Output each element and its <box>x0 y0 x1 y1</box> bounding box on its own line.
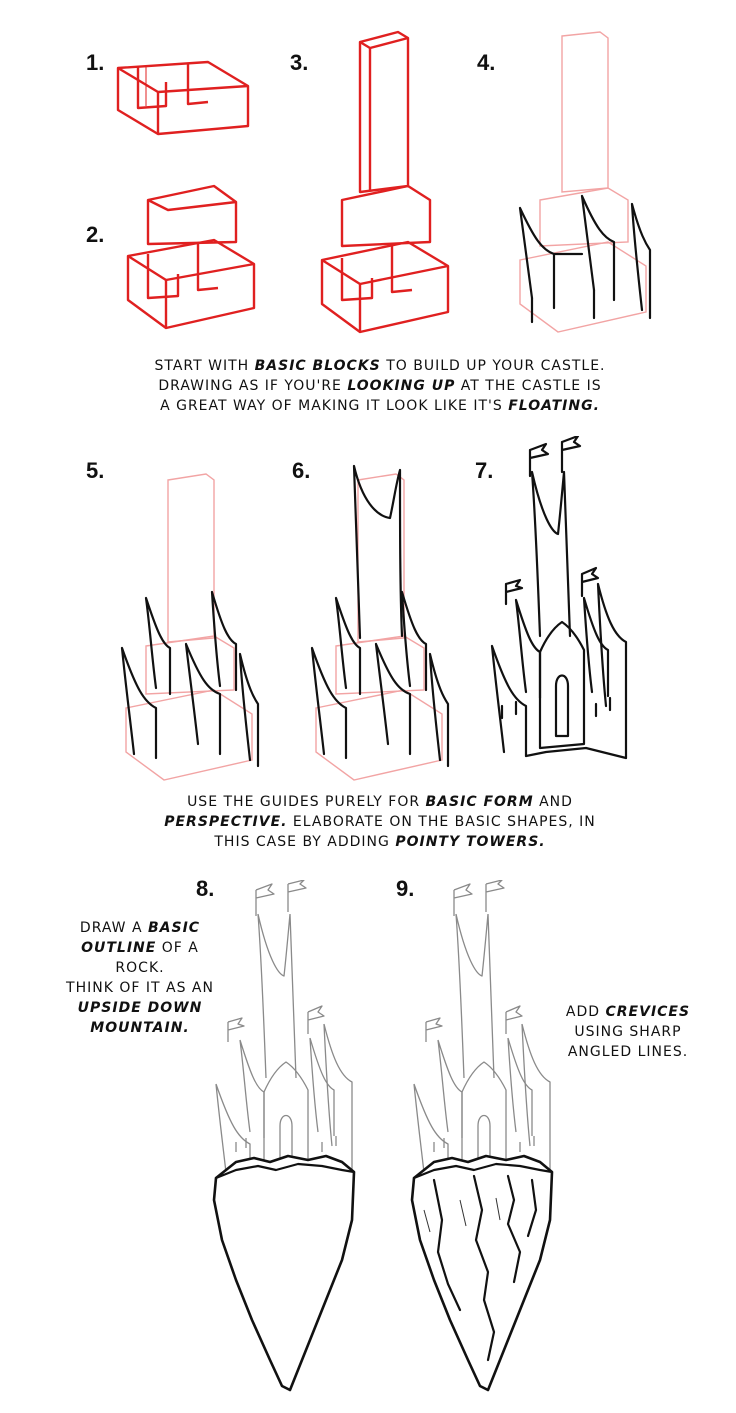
caption1-emphasis: FLOATING. <box>508 398 600 414</box>
step-1-basic-blocks-drawing <box>110 48 260 158</box>
caption1-text: START WITH <box>154 358 255 374</box>
step-3-tall-tower-blocks-drawing <box>318 28 458 338</box>
caption1-emphasis: LOOKING UP <box>347 378 456 394</box>
caption2-emphasis: PERSPECTIVE. <box>164 814 288 830</box>
caption4-text: ANGLED LINES. <box>567 1044 689 1060</box>
step-number-7: 7. <box>475 458 494 483</box>
step-7-detailed-castle-drawing <box>486 436 636 786</box>
caption2-text: USE THE GUIDES PURELY FOR <box>187 794 426 810</box>
caption3-emphasis: BASIC <box>148 920 201 936</box>
caption2-emphasis: POINTY TOWERS. <box>395 834 546 850</box>
step-number-8: 8. <box>196 876 215 901</box>
step-8-castle-on-rock-outline-drawing <box>206 880 366 1400</box>
step-number-2: 2. <box>86 222 105 247</box>
caption-guides: USE THE GUIDES PURELY FOR BASIC FORM AND… <box>80 792 680 852</box>
caption4-emphasis: CREVICES <box>605 1004 691 1020</box>
caption1-text: A GREAT WAY OF MAKING IT LOOK LIKE IT'S <box>160 398 509 414</box>
caption3-emphasis: OUTLINE <box>81 940 157 956</box>
caption3-emphasis: UPSIDE DOWN <box>77 1000 203 1016</box>
caption-basic-blocks: START WITH BASIC BLOCKS TO BUILD UP YOUR… <box>80 356 680 416</box>
step-5-castle-spires-drawing <box>116 468 266 788</box>
step-4-pointy-towers-over-guides-drawing <box>510 28 660 338</box>
caption2-text: THIS CASE BY ADDING <box>214 834 396 850</box>
caption1-emphasis: BASIC BLOCKS <box>254 358 381 374</box>
caption-rock-outline: DRAW A BASIC OUTLINE OF A ROCK. THINK OF… <box>60 918 220 1038</box>
step-number-3: 3. <box>290 50 309 75</box>
caption1-text: DRAWING AS IF YOU'RE <box>158 378 348 394</box>
caption3-emphasis: MOUNTAIN. <box>90 1020 190 1036</box>
step-6-central-spire-drawing <box>306 460 456 790</box>
caption2-text: AND <box>533 794 573 810</box>
caption3-text: DRAW A <box>79 920 148 936</box>
caption3-text: OF A ROCK. <box>115 940 199 976</box>
caption4-text: ADD <box>565 1004 606 1020</box>
step-9-rock-with-crevices-drawing <box>404 880 564 1400</box>
step-number-1: 1. <box>86 50 105 75</box>
caption-crevices: ADD CREVICES USING SHARP ANGLED LINES. <box>548 1002 708 1062</box>
step-number-6: 6. <box>292 458 311 483</box>
caption3-text: THINK OF IT AS AN <box>66 980 214 996</box>
caption2-emphasis: BASIC FORM <box>425 794 534 810</box>
step-number-4: 4. <box>477 50 496 75</box>
caption2-text: ELABORATE ON THE BASIC SHAPES, IN <box>287 814 596 830</box>
caption1-text: AT THE CASTLE IS <box>455 378 602 394</box>
step-number-9: 9. <box>396 876 415 901</box>
caption4-text: USING SHARP <box>574 1024 682 1040</box>
caption1-text: TO BUILD UP YOUR CASTLE. <box>380 358 606 374</box>
step-number-5: 5. <box>86 458 105 483</box>
step-2-stacked-blocks-drawing <box>118 178 268 338</box>
